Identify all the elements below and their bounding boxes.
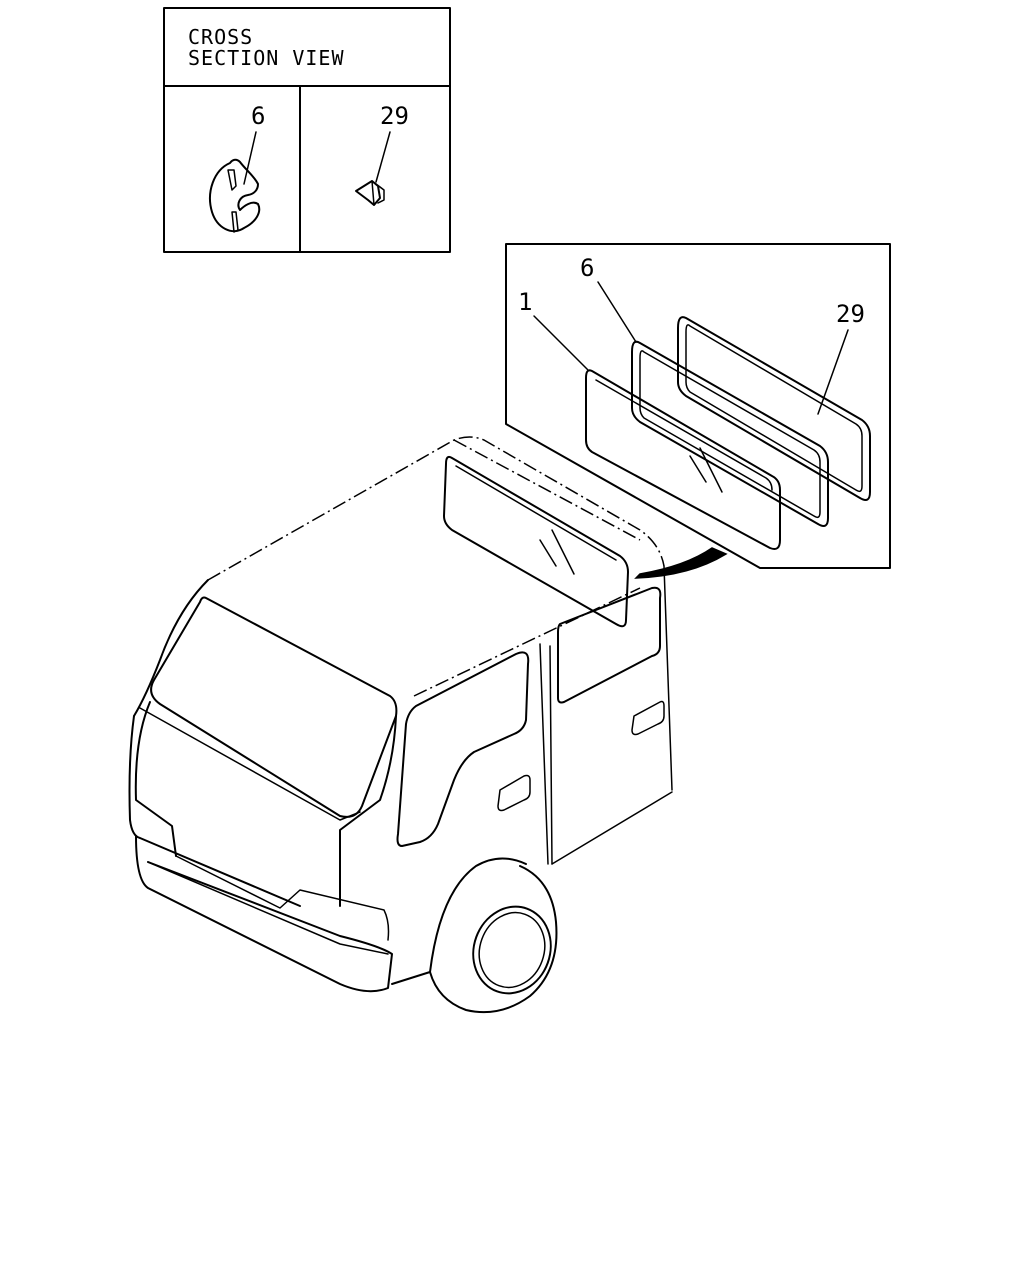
exploded-label-6: 6 [580, 254, 594, 282]
cross-section-label-29: 29 [380, 102, 409, 130]
fastener-section-icon [355, 131, 391, 206]
weatherstrip-part-6 [631, 340, 829, 527]
cross-section-title-line2: SECTION VIEW [188, 46, 345, 70]
weatherstrip-section-icon [209, 131, 261, 233]
exploded-view-box: 1 6 29 [505, 243, 891, 569]
glass-panel-part-1 [585, 369, 781, 550]
truck-cab-illustration [128, 436, 728, 1014]
exploded-label-1: 1 [518, 288, 532, 316]
cross-section-view-box: CROSS SECTION VIEW 6 29 [163, 7, 451, 253]
cross-section-label-6: 6 [251, 102, 265, 130]
seal-part-29 [677, 316, 871, 501]
exploded-label-29: 29 [836, 300, 865, 328]
cross-section-title-line1: CROSS [188, 25, 253, 49]
